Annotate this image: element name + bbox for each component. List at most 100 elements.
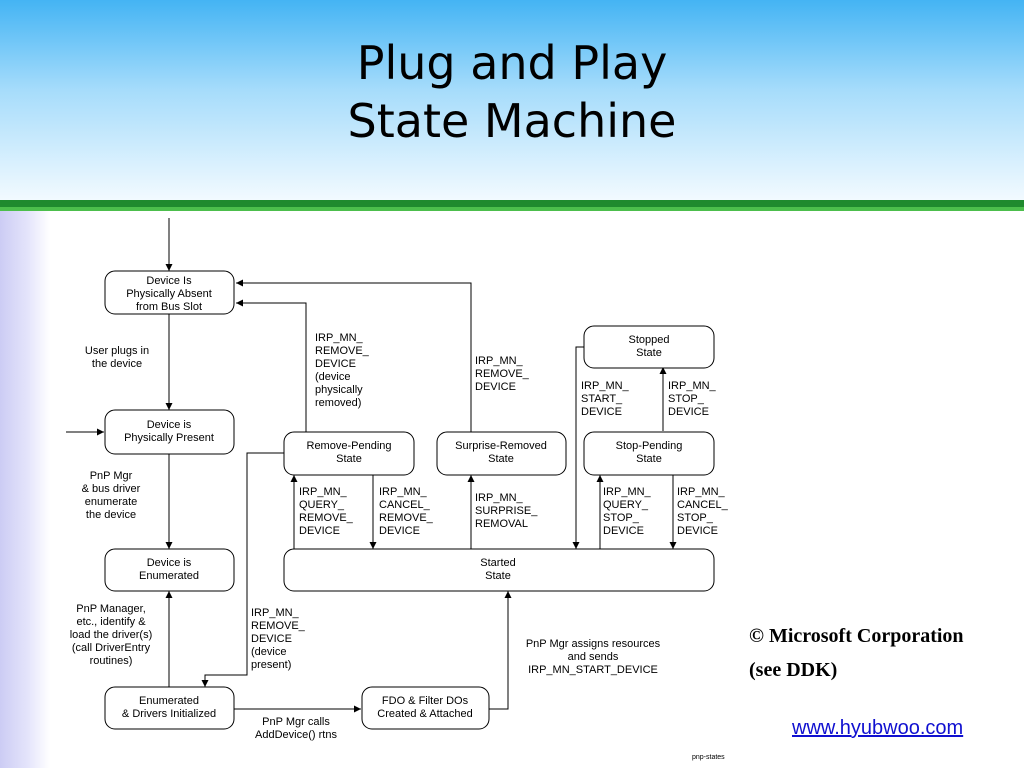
- label-cancel-remove: IRP_MN_ CANCEL_ REMOVE_ DEVICE: [379, 486, 434, 537]
- label-line: STOP_: [677, 512, 714, 524]
- slide-title: Plug and Play State Machine: [0, 34, 1024, 150]
- left-decorative-band: [0, 211, 50, 768]
- state-text: State: [488, 453, 514, 465]
- state-text: Surprise-Removed: [455, 440, 547, 452]
- label-line: REMOVAL: [475, 518, 528, 530]
- label-line: routines): [90, 655, 133, 667]
- title-line-1: Plug and Play: [356, 36, 668, 90]
- label-line: removed): [315, 397, 361, 409]
- label-surprise-remove-device: IRP_MN_ REMOVE_ DEVICE: [475, 355, 530, 393]
- website-link[interactable]: www.hyubwoo.com: [792, 717, 964, 739]
- state-text: State: [336, 453, 362, 465]
- state-text: State: [636, 347, 662, 359]
- state-enumerated: Device is Enumerated: [104, 548, 235, 592]
- label-line: IRP_MN_: [299, 486, 348, 498]
- label-add-device: PnP Mgr calls AddDevice() rtns: [255, 716, 337, 741]
- label-pnp-enumerate: PnP Mgr & bus driver enumerate the devic…: [82, 470, 141, 521]
- label-line: PnP Mgr: [90, 470, 133, 482]
- label-line: STOP_: [603, 512, 640, 524]
- header-rule-accent: [0, 207, 1024, 211]
- label-line: DEVICE: [315, 358, 356, 370]
- state-surprise-removed: Surprise-Removed State: [436, 431, 567, 476]
- state-started: Started State: [283, 548, 715, 592]
- label-line: PnP Mgr assigns resources: [526, 638, 661, 650]
- state-text: Stopped: [629, 334, 670, 346]
- state-text: Started: [480, 557, 515, 569]
- label-user-plugs: User plugs in the device: [85, 345, 149, 370]
- source-note: (see DDK): [749, 659, 838, 681]
- label-line: present): [251, 659, 291, 671]
- label-line: the device: [86, 509, 136, 521]
- label-line: IRP_MN_START_DEVICE: [528, 664, 658, 676]
- label-line: SURPRISE_: [475, 505, 538, 517]
- label-load-driver: PnP Manager, etc., identify & load the d…: [70, 603, 153, 667]
- label-line: (device: [315, 371, 350, 383]
- label-line: QUERY_: [299, 499, 345, 511]
- label-line: REMOVE_: [299, 512, 354, 524]
- state-text: Device Is: [146, 275, 192, 287]
- state-text: Physically Present: [124, 432, 214, 444]
- label-remove-present: IRP_MN_ REMOVE_ DEVICE (device present): [251, 607, 306, 671]
- label-line: DEVICE: [299, 525, 340, 537]
- state-text: Stop-Pending: [616, 440, 683, 452]
- state-fdo-attached: FDO & Filter DOs Created & Attached: [361, 686, 490, 730]
- label-query-stop: IRP_MN_ QUERY_ STOP_ DEVICE: [603, 486, 652, 537]
- label-line: IRP_MN_: [581, 380, 630, 392]
- state-text: FDO & Filter DOs: [382, 695, 469, 707]
- label-line: & bus driver: [82, 483, 141, 495]
- label-start-from-stopped: IRP_MN_ START_ DEVICE: [581, 380, 630, 418]
- title-line-2: State Machine: [347, 94, 677, 148]
- label-line: IRP_MN_: [603, 486, 652, 498]
- label-line: IRP_MN_: [251, 607, 300, 619]
- state-physically-present: Device is Physically Present: [104, 409, 235, 455]
- state-text: Remove-Pending: [307, 440, 392, 452]
- label-line: IRP_MN_: [315, 332, 364, 344]
- slide-tag: pnp-states: [692, 754, 725, 761]
- state-stop-pending: Stop-Pending State: [583, 431, 715, 476]
- label-line: STOP_: [668, 393, 705, 405]
- state-text: Created & Attached: [377, 708, 472, 720]
- label-stop-device: IRP_MN_ STOP_ DEVICE: [668, 380, 717, 418]
- arrow-removepending-to-drivers: [201, 452, 284, 687]
- arrow-stopped-to-started: [572, 346, 584, 549]
- label-line: IRP_MN_: [475, 492, 524, 504]
- label-query-remove: IRP_MN_ QUERY_ REMOVE_ DEVICE: [299, 486, 354, 537]
- label-line: DEVICE: [677, 525, 718, 537]
- state-text: Device is: [147, 557, 192, 569]
- label-remove-physical: IRP_MN_ REMOVE_ DEVICE (device physicall…: [315, 332, 370, 409]
- state-stopped: Stopped State: [583, 325, 715, 369]
- state-remove-pending: Remove-Pending State: [283, 431, 415, 476]
- label-line: REMOVE_: [251, 620, 306, 632]
- label-surprise-removal: IRP_MN_ SURPRISE_ REMOVAL: [475, 492, 538, 530]
- label-line: PnP Manager,: [76, 603, 146, 615]
- label-line: AddDevice() rtns: [255, 729, 337, 741]
- state-text: Physically Absent: [126, 288, 212, 300]
- label-line: DEVICE: [581, 406, 622, 418]
- label-line: DEVICE: [379, 525, 420, 537]
- label-line: IRP_MN_: [379, 486, 428, 498]
- label-line: IRP_MN_: [677, 486, 726, 498]
- label-line: REMOVE_: [379, 512, 434, 524]
- label-line: and sends: [568, 651, 619, 663]
- header-rule: [0, 200, 1024, 207]
- state-text: from Bus Slot: [136, 301, 202, 313]
- label-line: REMOVE_: [315, 345, 370, 357]
- label-line: IRP_MN_: [475, 355, 524, 367]
- label-line: enumerate: [85, 496, 138, 508]
- state-text: Enumerated: [139, 570, 199, 582]
- label-line: (device: [251, 646, 286, 658]
- label-line: DEVICE: [603, 525, 644, 537]
- label-cancel-stop: IRP_MN_ CANCEL_ STOP_ DEVICE: [677, 486, 729, 537]
- state-text: & Drivers Initialized: [122, 708, 216, 720]
- header-background: [0, 0, 1024, 200]
- label-line: IRP_MN_: [668, 380, 717, 392]
- label-line: QUERY_: [603, 499, 649, 511]
- copyright-line: © Microsoft Corporation: [749, 625, 964, 647]
- label-line: User plugs in: [85, 345, 149, 357]
- label-line: the device: [92, 358, 142, 370]
- state-text: Enumerated: [139, 695, 199, 707]
- arrow-removepending-to-absent: [236, 299, 307, 434]
- state-physically-absent: Device Is Physically Absent from Bus Slo…: [104, 270, 235, 315]
- label-line: DEVICE: [668, 406, 709, 418]
